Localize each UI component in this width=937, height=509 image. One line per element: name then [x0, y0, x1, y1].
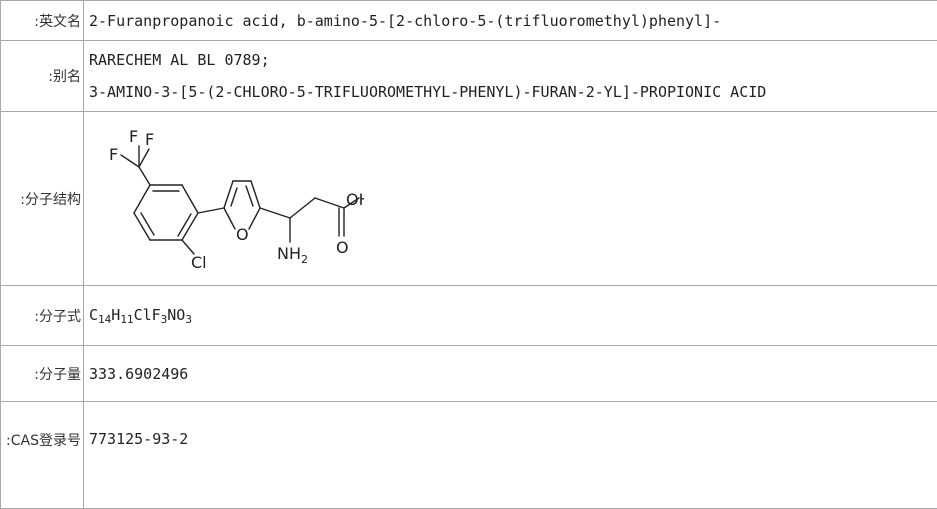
chlorine-atom-label: Cl — [191, 253, 207, 272]
row-structure: 分子结构: — [1, 112, 937, 286]
alias-label: 别名: — [1, 41, 84, 112]
amino-group-label: NH2 — [277, 244, 308, 266]
alias-item: 3-AMINO-3-[5-(2-CHLORO-5-TRIFLUOROMETHYL… — [89, 76, 937, 108]
english-name-value: 2-Furanpropanoic acid, b-amino-5-[2-chlo… — [84, 1, 937, 41]
row-cas-number: CAS登录号: 773125-93-2 — [1, 402, 937, 509]
fluorine-atom-label: F — [109, 145, 118, 164]
carbonyl-oxygen-label: O — [336, 238, 349, 257]
formula-value: C14H11ClF3NO3 — [84, 286, 937, 346]
english-name-label: 英文名: — [1, 1, 84, 41]
row-molecular-weight: 分子量: 333.6902496 — [1, 346, 937, 402]
fluorine-atom-label: F — [145, 130, 154, 149]
fluorine-atom-label: F — [129, 127, 138, 146]
hydroxyl-label: OH — [346, 190, 364, 209]
alias-values: RARECHEM AL BL 0789; 3-AMINO-3-[5-(2-CHL… — [84, 41, 937, 112]
cas-number-value: 773125-93-2 — [84, 402, 937, 509]
molecular-weight-value: 333.6902496 — [84, 346, 937, 402]
formula-label: 分子式: — [1, 286, 84, 346]
cas-number-label: CAS登录号: — [1, 402, 84, 509]
alias-item: RARECHEM AL BL 0789; — [89, 44, 937, 76]
structure-cell: F F F O OH Cl NH2 O — [84, 112, 937, 286]
molecule-structure-image: F F F O OH Cl NH2 O — [94, 122, 364, 272]
molecular-weight-label: 分子量: — [1, 346, 84, 402]
row-formula: 分子式: C14H11ClF3NO3 — [1, 286, 937, 346]
row-english-name: 英文名: 2-Furanpropanoic acid, b-amino-5-[2… — [1, 1, 937, 41]
structure-label: 分子结构: — [1, 112, 84, 286]
row-alias: 别名: RARECHEM AL BL 0789; 3-AMINO-3-[5-(2… — [1, 41, 937, 112]
furan-oxygen-label: O — [236, 225, 249, 244]
